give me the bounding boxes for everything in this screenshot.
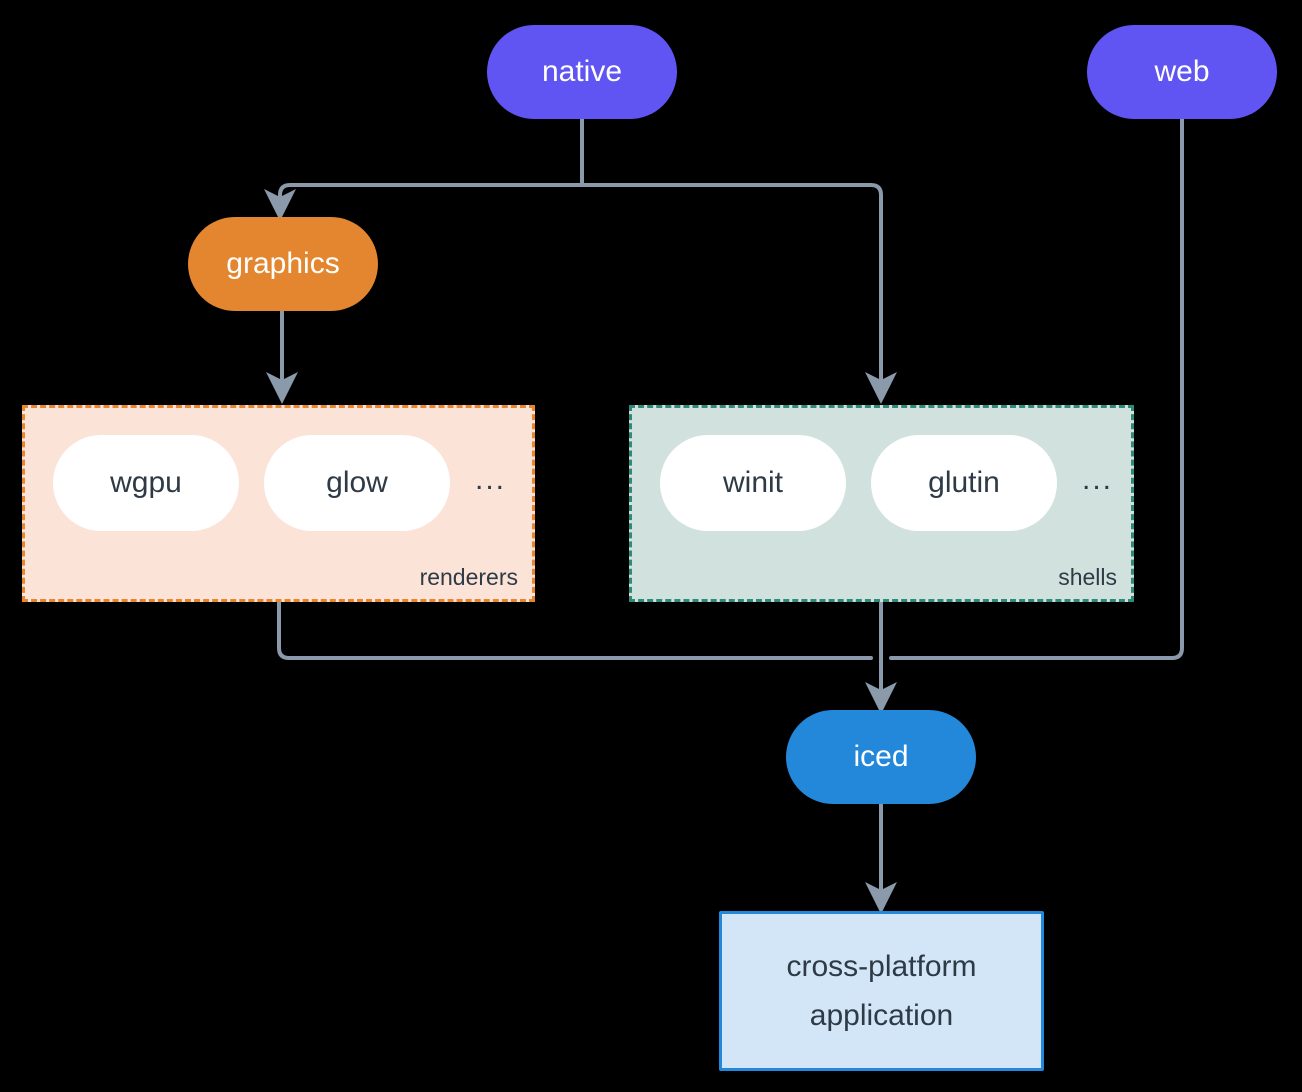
node-glutin-label: glutin: [928, 466, 1000, 499]
node-winit-label: winit: [722, 466, 783, 499]
group-renderers-items: wgpu glow ...: [25, 435, 532, 531]
node-graphics[interactable]: graphics: [188, 217, 378, 311]
group-shells-items: winit glutin ...: [632, 435, 1131, 531]
group-shells: winit glutin ... shells: [629, 405, 1134, 602]
node-iced[interactable]: iced: [786, 710, 976, 804]
group-renderers-caption: renderers: [419, 564, 518, 590]
node-wgpu[interactable]: wgpu: [53, 435, 239, 531]
node-winit[interactable]: winit: [660, 435, 846, 531]
node-glow-label: glow: [326, 466, 388, 499]
shells-ellipsis: ...: [1082, 463, 1114, 496]
node-native[interactable]: native: [487, 25, 677, 119]
group-renderers: wgpu glow ... renderers: [22, 405, 535, 602]
application-label-line1: cross-platform: [786, 949, 977, 983]
node-web[interactable]: web: [1087, 25, 1277, 119]
node-native-label: native: [541, 55, 623, 88]
node-wgpu-label: wgpu: [110, 466, 182, 499]
group-shells-caption: shells: [1058, 564, 1117, 590]
renderers-ellipsis: ...: [475, 463, 507, 496]
node-graphics-label: graphics: [226, 247, 340, 280]
node-web-label: web: [1154, 55, 1210, 88]
edge-native-to-graphics: [264, 183, 584, 221]
node-glow[interactable]: glow: [264, 435, 450, 531]
edge-native-to-shells: [580, 183, 897, 404]
node-cross-platform-application[interactable]: cross-platform application: [719, 911, 1044, 1071]
application-label-line2: application: [809, 999, 954, 1032]
edge-renderers-to-iced: [277, 600, 873, 660]
node-glutin[interactable]: glutin: [871, 435, 1057, 531]
node-iced-label: iced: [853, 740, 909, 773]
